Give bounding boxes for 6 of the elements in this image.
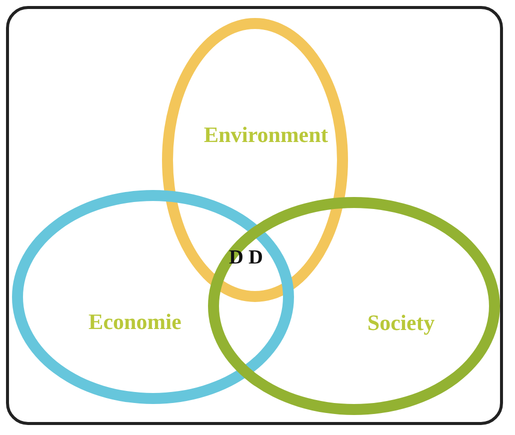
ring-label: Society xyxy=(367,310,435,336)
ring-label: Economie xyxy=(88,309,182,335)
ring-shape xyxy=(162,18,348,302)
ring-label: Environment xyxy=(204,122,328,148)
ring-shape xyxy=(208,197,500,415)
ring-shape xyxy=(12,190,294,404)
